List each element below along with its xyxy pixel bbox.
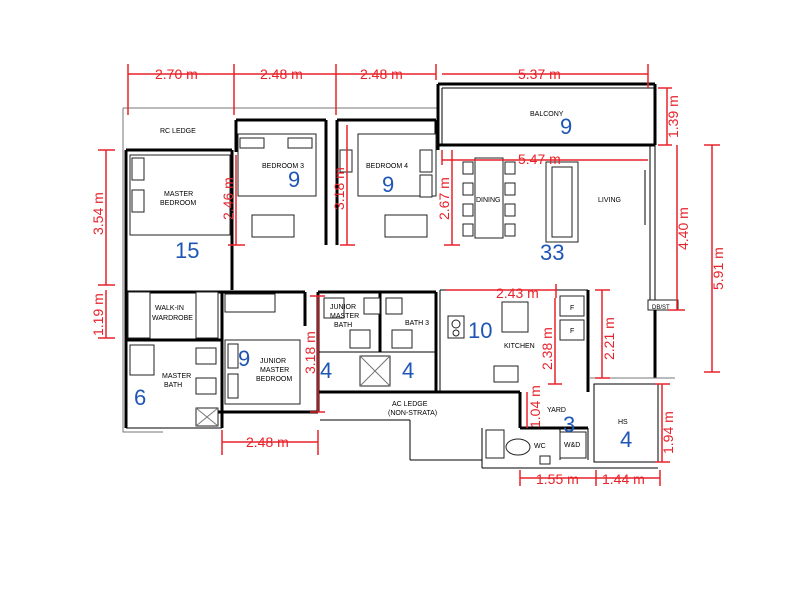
dimension-labels: 2.70 m 2.48 m 2.48 m 5.37 m 1.39 m 5.47 … [90,66,726,487]
fridge2-label: F [570,328,574,335]
dim-living-w: 5.47 m [518,151,561,167]
junior-master-bedroom-label3: BEDROOM [256,376,292,383]
dim-top1: 2.70 m [155,66,198,82]
fridge1-label: F [570,305,574,312]
dim-right-total: 5.91 m [710,247,726,290]
master-bath-label1: MASTER [162,373,191,380]
dining-label: DINING [476,197,501,204]
dim-hs-h: 1.94 m [660,411,676,454]
junior-master-bath-label1: JUNIOR [330,304,356,311]
junior-master-bedroom-label1: JUNIOR [260,358,286,365]
room-labels: RC LEDGE BEDROOM 3 9 BEDROOM 4 9 BALCONY… [134,111,670,452]
living-label: LIVING [598,197,621,204]
dim-kitchen-w: 2.43 m [496,285,539,301]
dim-jmb-h: 3.18 m [302,331,318,374]
master-bed [129,154,231,236]
ac-ledge-label1: AC LEDGE [392,401,428,408]
dim-hs-w: 1.44 m [602,471,645,487]
junior-master-bath-label2: MASTER [330,313,359,320]
dimension-lines [98,64,720,486]
dim-yard-w: 1.55 m [536,471,579,487]
living-number: 33 [540,240,564,265]
hs-number: 4 [620,427,632,452]
master-bedroom-label2: BEDROOM [160,200,196,207]
dim-top3: 2.48 m [360,66,403,82]
dbst-label: DB/ST [652,305,670,311]
master-bedroom-number: 15 [175,238,199,263]
dim-yard-h: 1.04 m [527,385,543,428]
walk-in-label2: WARDROBE [152,315,193,322]
yard-label: YARD [547,407,566,414]
hs-label: HS [618,419,628,426]
dim-wardrobe-h: 1.19 m [90,293,106,336]
master-bedroom-label1: MASTER [164,191,193,198]
dim-bed4-h: 3.18 m [331,167,347,210]
bedroom3-number: 9 [288,167,300,192]
bath3-label: BATH 3 [405,320,429,327]
junior-master-bedroom-label2: MASTER [260,367,289,374]
balcony-label: BALCONY [530,111,564,118]
dim-kitchen-h: 2.38 m [539,327,555,370]
wc-label: WC [534,443,546,450]
rc-ledge-label: RC LEDGE [160,128,196,135]
dim-jmb-w: 2.48 m [246,434,289,450]
bedroom3-label: BEDROOM 3 [262,163,304,170]
bath3-number: 4 [402,358,414,383]
balcony-number: 9 [560,114,572,139]
junior-master-bath-number: 4 [320,358,332,383]
dim-master-h: 3.54 m [90,192,106,235]
walk-in-label1: WALK-IN [155,305,184,312]
dim-balcony-h: 1.39 m [665,95,681,138]
junior-master-bath-label3: BATH [334,322,352,329]
dim-living-h: 4.40 m [675,207,691,250]
ac-ledge-label2: (NON-STRATA) [388,410,437,417]
kitchen-number: 10 [468,318,492,343]
furniture [127,133,646,465]
bedroom4-number: 9 [382,172,394,197]
dim-top4: 5.37 m [518,66,561,82]
kitchen-label: KITCHEN [504,343,535,350]
dining-table [474,157,504,239]
master-bath-label2: BATH [164,382,182,389]
wd-label: W&D [564,442,580,449]
junior-master-bedroom-number: 9 [238,346,250,371]
master-bath-number: 6 [134,385,146,410]
dim-dining-h: 2.67 m [436,177,452,220]
dim-kitchen-h2: 2.21 m [601,317,617,360]
dim-top2: 2.48 m [260,66,303,82]
bedroom4-label: BEDROOM 4 [366,163,408,170]
yard-number: 3 [563,412,575,437]
dim-bed3-h: 2.46 m [220,177,236,220]
